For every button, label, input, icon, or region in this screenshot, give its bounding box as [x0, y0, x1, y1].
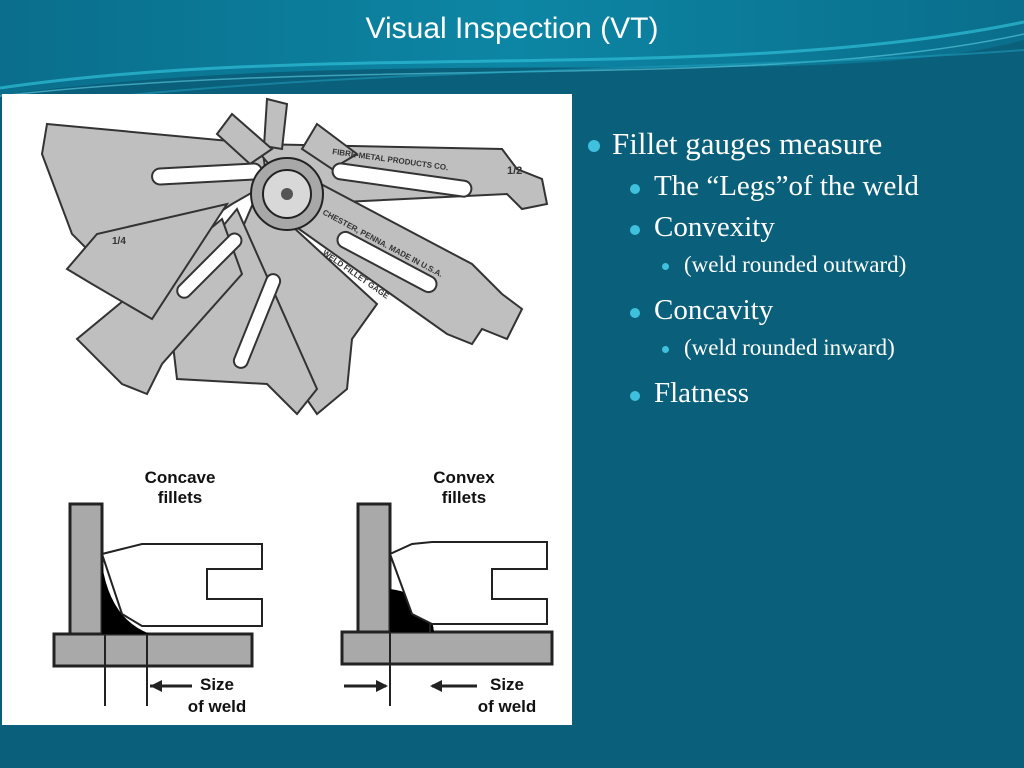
gauge-fraction-b: 1/4	[112, 236, 126, 247]
convex-fillet-diagram: Convex fillets	[340, 468, 554, 706]
bullet-marker-icon	[662, 346, 669, 353]
bullet-legs: The “Legs”of the weld	[588, 170, 1018, 203]
bullet-text: (weld rounded outward)	[684, 252, 907, 277]
gauge-blades	[40, 97, 549, 416]
concave-label-line2: fillets	[158, 488, 202, 507]
bullet-text: Fillet gauges measure	[612, 126, 883, 161]
convex-label-line2: fillets	[442, 488, 486, 507]
bullet-convexity: Convexity	[588, 211, 1018, 244]
bullet-list: Fillet gauges measure The “Legs”of the w…	[588, 126, 1018, 418]
size-label-left-line1: Size	[200, 675, 234, 694]
bullet-marker-icon	[630, 391, 640, 401]
fillet-gauge-figure: FIBRE-METAL PRODUCTS CO. CHESTER, PENNA.…	[2, 94, 572, 725]
bullet-text: Concavity	[654, 294, 774, 326]
slide-title: Visual Inspection (VT)	[365, 12, 659, 45]
gauge-slots	[151, 162, 473, 369]
bullet-fillet-gauges: Fillet gauges measure	[588, 126, 1018, 162]
gauge-fraction-a: 1/2	[507, 165, 522, 177]
bullet-convexity-note: (weld rounded outward)	[588, 252, 1018, 278]
concave-fillet-diagram: Concave fillets	[52, 468, 263, 706]
bullet-text: (weld rounded inward)	[684, 335, 895, 360]
bullet-marker-icon	[662, 263, 669, 270]
convex-label-line1: Convex	[433, 468, 495, 487]
bullet-text: Flatness	[654, 377, 750, 409]
size-label-right-line2: of weld	[478, 697, 537, 716]
header-wave-band	[0, 0, 1024, 97]
bullet-concavity: Concavity	[588, 294, 1018, 327]
bullet-text: Convexity	[654, 211, 775, 243]
bullet-marker-icon	[630, 308, 640, 318]
bullet-concavity-note: (weld rounded inward)	[588, 335, 1018, 361]
size-label-right-line1: Size	[490, 675, 524, 694]
bullet-flatness: Flatness	[588, 377, 1018, 410]
bullet-text: The “Legs”of the weld	[654, 170, 919, 202]
bullet-marker-icon	[630, 225, 640, 235]
size-label-left-line2: of weld	[188, 697, 247, 716]
bullet-marker-icon	[588, 140, 600, 152]
concave-label-line1: Concave	[145, 468, 216, 487]
bullet-marker-icon	[630, 184, 640, 194]
